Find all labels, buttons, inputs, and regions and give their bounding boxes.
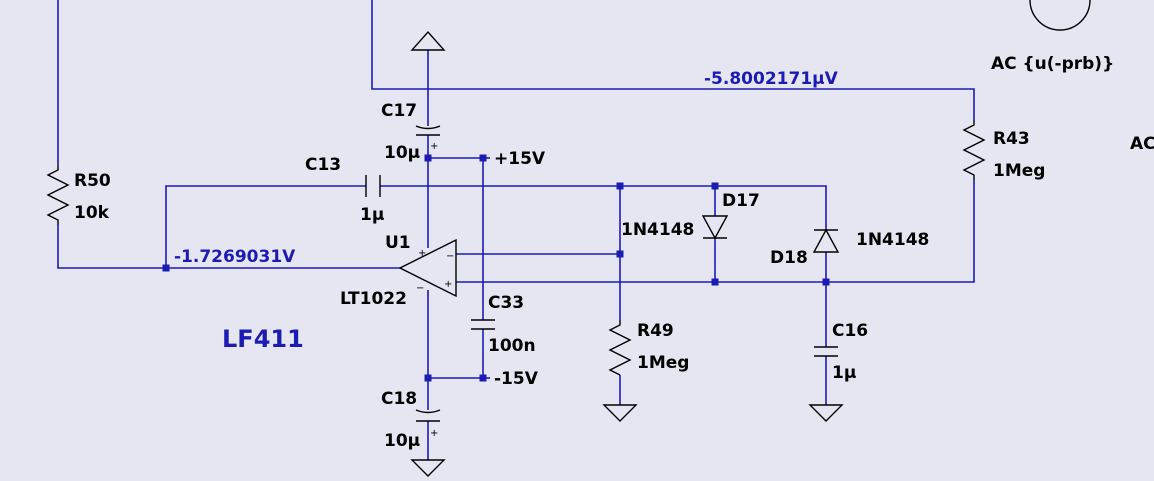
u1-ref: U1 — [385, 233, 411, 253]
c17-ref: C17 — [381, 101, 417, 121]
resistor-icon — [608, 320, 632, 376]
capacitor-c13[interactable] — [365, 175, 381, 197]
capacitor-icon — [814, 346, 838, 357]
diode-d17[interactable] — [701, 215, 729, 240]
junction-dot — [479, 154, 487, 162]
resistor-icon — [46, 165, 70, 225]
wire-r43-bottom — [456, 180, 975, 283]
supply-arrow-icon[interactable] — [410, 30, 446, 51]
node-voltage-readout: -1.7269031V — [174, 247, 296, 267]
wire-c13-right — [380, 185, 827, 230]
junction-dot — [479, 374, 487, 382]
capacitor-icon — [365, 175, 381, 197]
r50-value: 10k — [74, 203, 110, 223]
diode-d18[interactable] — [812, 228, 840, 253]
junction-dot — [162, 264, 170, 272]
resistor-r49[interactable] — [608, 320, 632, 376]
junction-dot — [711, 278, 719, 286]
ac-cut-label: AC — [1130, 134, 1154, 154]
d18-value: 1N4148 — [856, 230, 929, 250]
capacitor-c33[interactable] — [471, 319, 495, 330]
wire-c13-left — [165, 185, 366, 268]
c18-value: 10µ — [384, 431, 420, 451]
ground-icon[interactable] — [602, 404, 638, 422]
opamp-inverting-pin: − — [446, 251, 454, 262]
opamp-noninverting-pin: + — [444, 279, 452, 290]
wire-neg15 — [428, 329, 484, 379]
d17-value: 1N4148 — [621, 220, 694, 240]
r49-ref: R49 — [637, 321, 674, 341]
resistor-icon — [962, 120, 986, 180]
schematic-comment: LF411 — [222, 325, 304, 353]
junction-dot — [424, 374, 432, 382]
ac-source-label: AC {u(-prb)} — [991, 54, 1114, 74]
cap-plus-pin: + — [430, 428, 438, 439]
opamp-u1[interactable]: + − − + — [398, 238, 457, 298]
r49-value: 1Meg — [637, 353, 689, 373]
wire-voltage-readout: -5.8002171µV — [704, 69, 839, 89]
capacitor-c16[interactable] — [814, 346, 838, 357]
junctions — [162, 154, 830, 382]
capacitor-c17[interactable]: + — [415, 125, 441, 152]
c18-ref: C18 — [381, 389, 417, 409]
c13-ref: C13 — [305, 155, 341, 175]
junction-dot — [424, 154, 432, 162]
wire-top-loop — [371, 0, 975, 120]
wire-inverting-input — [57, 225, 400, 269]
d18-ref: D18 — [770, 248, 808, 268]
opamp-vminus-pin: − — [416, 283, 424, 294]
capacitor-c18[interactable]: + — [415, 409, 441, 439]
polarized-capacitor-icon — [415, 125, 441, 136]
c13-value: 1µ — [360, 205, 384, 225]
d17-ref: D17 — [722, 191, 760, 211]
resistor-r50[interactable] — [46, 165, 70, 225]
junction-dot — [616, 250, 624, 258]
opamp-vplus-pin: + — [418, 248, 426, 259]
net-label-pos15: +15V — [494, 149, 546, 169]
resistor-r43[interactable] — [962, 120, 986, 180]
diode-icon — [701, 215, 729, 240]
r43-ref: R43 — [993, 129, 1030, 149]
r43-value: 1Meg — [993, 161, 1045, 181]
ground-icon[interactable] — [410, 459, 446, 477]
polarized-capacitor-icon — [415, 409, 441, 422]
ac-source-circle-icon[interactable] — [1029, 0, 1091, 31]
u1-value: LT1022 — [340, 289, 407, 309]
junction-dot — [822, 278, 830, 286]
c33-value: 100n — [488, 336, 536, 356]
diode-icon — [812, 228, 840, 253]
capacitor-icon — [471, 319, 495, 330]
r50-ref: R50 — [74, 171, 111, 191]
opamp-triangle-icon — [398, 238, 457, 298]
c33-ref: C33 — [488, 293, 524, 313]
c17-value: 10µ — [384, 143, 420, 163]
junction-dot — [711, 182, 719, 190]
c16-ref: C16 — [832, 321, 868, 341]
net-label-neg15: -15V — [494, 369, 539, 389]
c16-value: 1µ — [832, 363, 856, 383]
ground-icon[interactable] — [808, 404, 844, 422]
junction-dot — [616, 182, 624, 190]
cap-plus-pin: + — [430, 141, 438, 152]
